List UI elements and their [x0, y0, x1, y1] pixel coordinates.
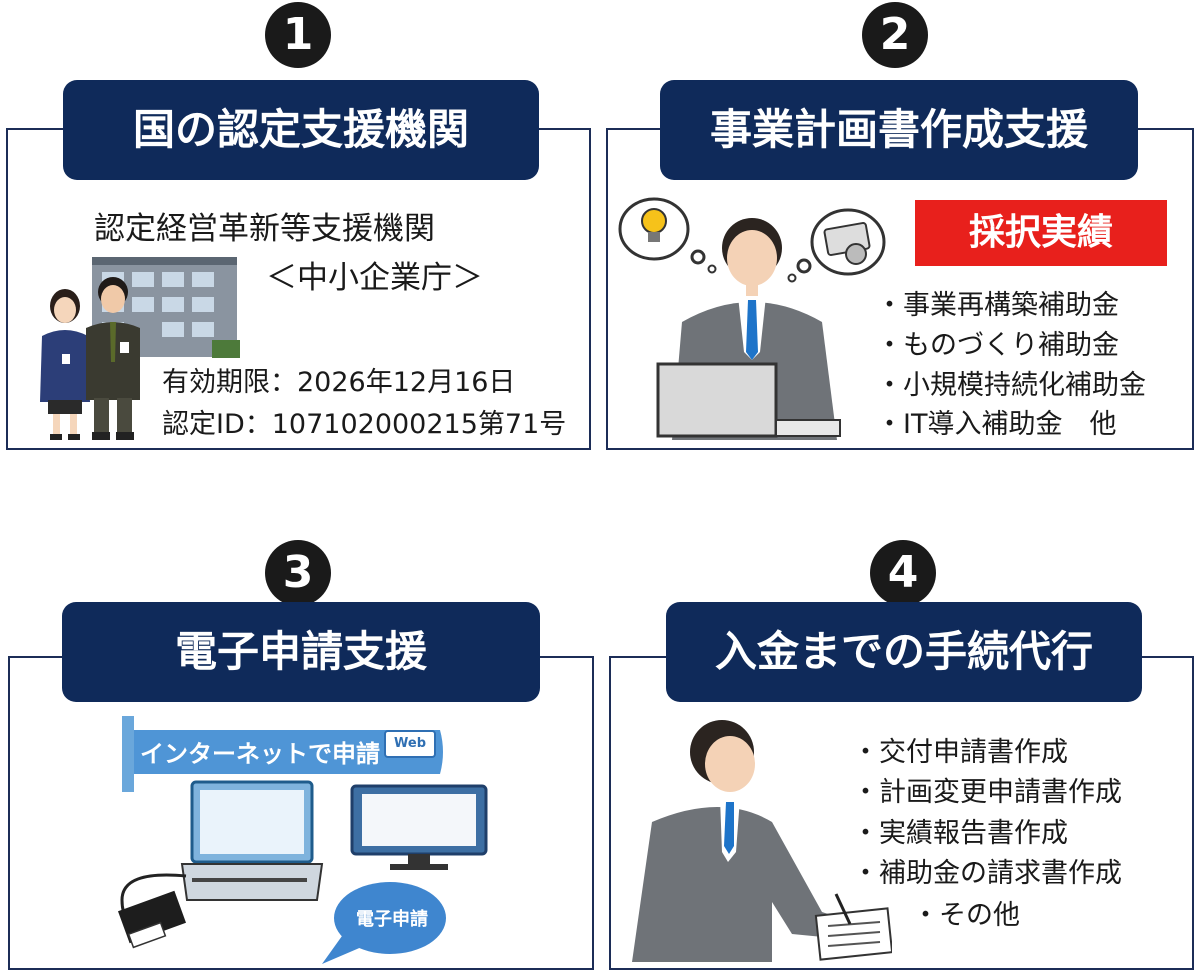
adoption-record-badge: 採択実績 [915, 200, 1167, 266]
businessman-laptop-illustration [656, 218, 841, 440]
online-application-banner [122, 716, 443, 792]
speech-bubble-shape [322, 882, 446, 964]
procedure-item: ・実績報告書作成 [852, 818, 1068, 849]
e-application-bubble-text: 電子申請 [356, 909, 428, 930]
laptop-card-reader-illustration [117, 780, 324, 949]
thought-bubble-money-icon [787, 208, 886, 283]
web-tag-label: Web [394, 736, 426, 751]
subsidy-item: ・IT導入補助金 他 [876, 409, 1117, 440]
web-tag: Web [384, 730, 436, 758]
procedure-item: ・交付申請書作成 [852, 737, 1068, 768]
subsidy-item: ・ものづくり補助金 [876, 330, 1119, 361]
staff-man-illustration [86, 277, 140, 440]
step-number-1: 1 [265, 2, 331, 68]
online-application-text: インターネットで申請 [140, 740, 380, 768]
certified-org-name: 認定経営革新等支援機関 [94, 211, 435, 247]
subsidy-item: ・小規模持続化補助金 [876, 370, 1146, 401]
step-number-4: 4 [870, 540, 936, 606]
certification-expiry: 有効期限：2026年12月16日 [162, 367, 516, 398]
certification-id: 認定ID：107102000215第71号 [162, 409, 567, 440]
panel2-title: 事業計画書作成支援 [660, 80, 1138, 180]
procedure-item: ・計画変更申請書作成 [852, 777, 1122, 808]
panel3-title: 電子申請支援 [62, 602, 540, 702]
businessman-writing-illustration [632, 720, 892, 962]
thought-bubble-lightbulb-icon [618, 197, 717, 274]
agency-name: ＜中小企業庁＞ [266, 260, 483, 296]
monitor-icon [350, 784, 488, 870]
subsidy-item: ・事業再構築補助金 [876, 290, 1119, 321]
procedure-item: ・その他 [912, 900, 1020, 931]
step-number-2: 2 [862, 2, 928, 68]
step-number-3: 3 [265, 540, 331, 606]
panel4-title: 入金までの手続代行 [666, 602, 1142, 702]
staff-woman-illustration [40, 289, 90, 440]
panel1-title: 国の認定支援機関 [63, 80, 539, 180]
procedure-item: ・補助金の請求書作成 [852, 858, 1122, 889]
